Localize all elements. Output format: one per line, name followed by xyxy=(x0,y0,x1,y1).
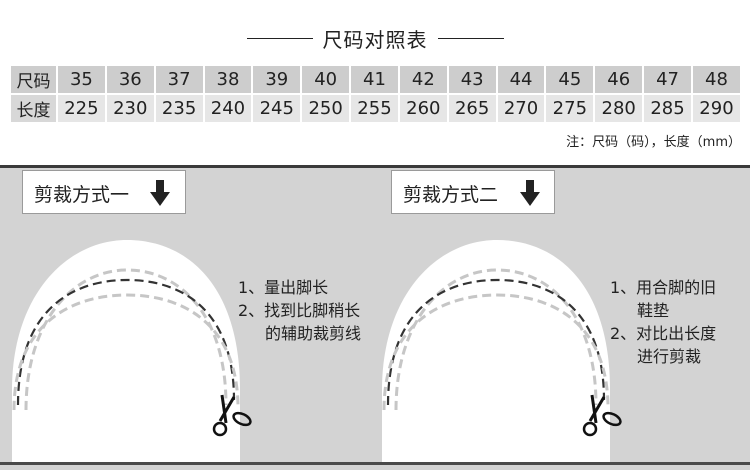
table-cell: 275 xyxy=(546,95,594,122)
method-two-label: 剪裁方式二 xyxy=(403,184,499,206)
table-cell: 35 xyxy=(58,66,105,93)
table-cell: 280 xyxy=(595,95,643,122)
method-one-label-box: 剪裁方式一 xyxy=(22,170,186,214)
table-cell: 45 xyxy=(546,66,594,93)
table-row-size: 尺码 35 36 37 38 39 40 41 42 43 44 45 46 4… xyxy=(11,66,740,93)
table-cell: 235 xyxy=(155,95,203,122)
table-header-size: 尺码 xyxy=(11,66,56,93)
panel-top-border xyxy=(0,165,750,168)
insole-illustration-one xyxy=(12,240,252,462)
method-two-instructions: 1、用合脚的旧 鞋垫 2、对比出长度 进行剪裁 xyxy=(610,276,716,368)
method-two-step-2: 2、对比出长度 xyxy=(610,324,717,343)
table-cell: 37 xyxy=(155,66,203,93)
table-cell: 46 xyxy=(595,66,643,93)
table-cell: 255 xyxy=(351,95,398,122)
title-divider-right xyxy=(438,38,504,39)
method-two-step-1: 1、用合脚的旧 xyxy=(610,278,717,297)
scissors-icon xyxy=(582,394,622,437)
table-cell: 43 xyxy=(448,66,496,93)
table-cell: 48 xyxy=(692,66,740,93)
method-two-step-1-cont: 鞋垫 xyxy=(637,301,670,320)
table-row-length: 长度 225 230 235 240 245 250 255 260 265 2… xyxy=(11,95,740,122)
arrow-down-icon xyxy=(520,180,540,206)
table-cell: 36 xyxy=(106,66,154,93)
table-cell: 44 xyxy=(497,66,545,93)
table-cell: 265 xyxy=(448,95,496,122)
unit-note: 注：尺码（码），长度（mm） xyxy=(566,135,741,150)
table-cell: 285 xyxy=(644,95,691,122)
table-cell: 245 xyxy=(253,95,301,122)
method-one-step-2: 2、找到比脚稍长 xyxy=(238,301,361,320)
table-cell: 250 xyxy=(302,95,350,122)
table-cell: 38 xyxy=(204,66,252,93)
table-cell: 230 xyxy=(106,95,154,122)
table-cell: 41 xyxy=(351,66,398,93)
table-cell: 42 xyxy=(399,66,447,93)
page-title: 尺码对照表 xyxy=(322,28,428,52)
table-cell: 240 xyxy=(204,95,252,122)
table-cell: 260 xyxy=(399,95,447,122)
scissors-icon xyxy=(212,394,252,437)
method-one-step-2-cont: 的辅助裁剪线 xyxy=(265,324,362,343)
title-divider-left xyxy=(247,38,313,39)
method-two-step-2-cont: 进行剪裁 xyxy=(637,347,702,366)
table-cell: 225 xyxy=(58,95,105,122)
table-cell: 39 xyxy=(253,66,301,93)
panel-bottom-border xyxy=(0,462,750,465)
table-header-length: 长度 xyxy=(11,95,56,122)
method-one-instructions: 1、量出脚长 2、找到比脚稍长 的辅助裁剪线 xyxy=(238,276,361,345)
method-one-label: 剪裁方式一 xyxy=(34,184,130,206)
table-cell: 47 xyxy=(644,66,691,93)
insole-illustration-two xyxy=(382,240,622,462)
chart-title-area: 尺码对照表 xyxy=(0,18,750,58)
table-cell: 270 xyxy=(497,95,545,122)
arrow-down-icon xyxy=(150,180,170,206)
size-chart-table: 尺码 35 36 37 38 39 40 41 42 43 44 45 46 4… xyxy=(9,64,742,124)
table-cell: 290 xyxy=(692,95,740,122)
method-two-label-box: 剪裁方式二 xyxy=(391,170,555,214)
table-cell: 40 xyxy=(302,66,350,93)
method-one-step-1: 1、量出脚长 xyxy=(238,278,329,297)
